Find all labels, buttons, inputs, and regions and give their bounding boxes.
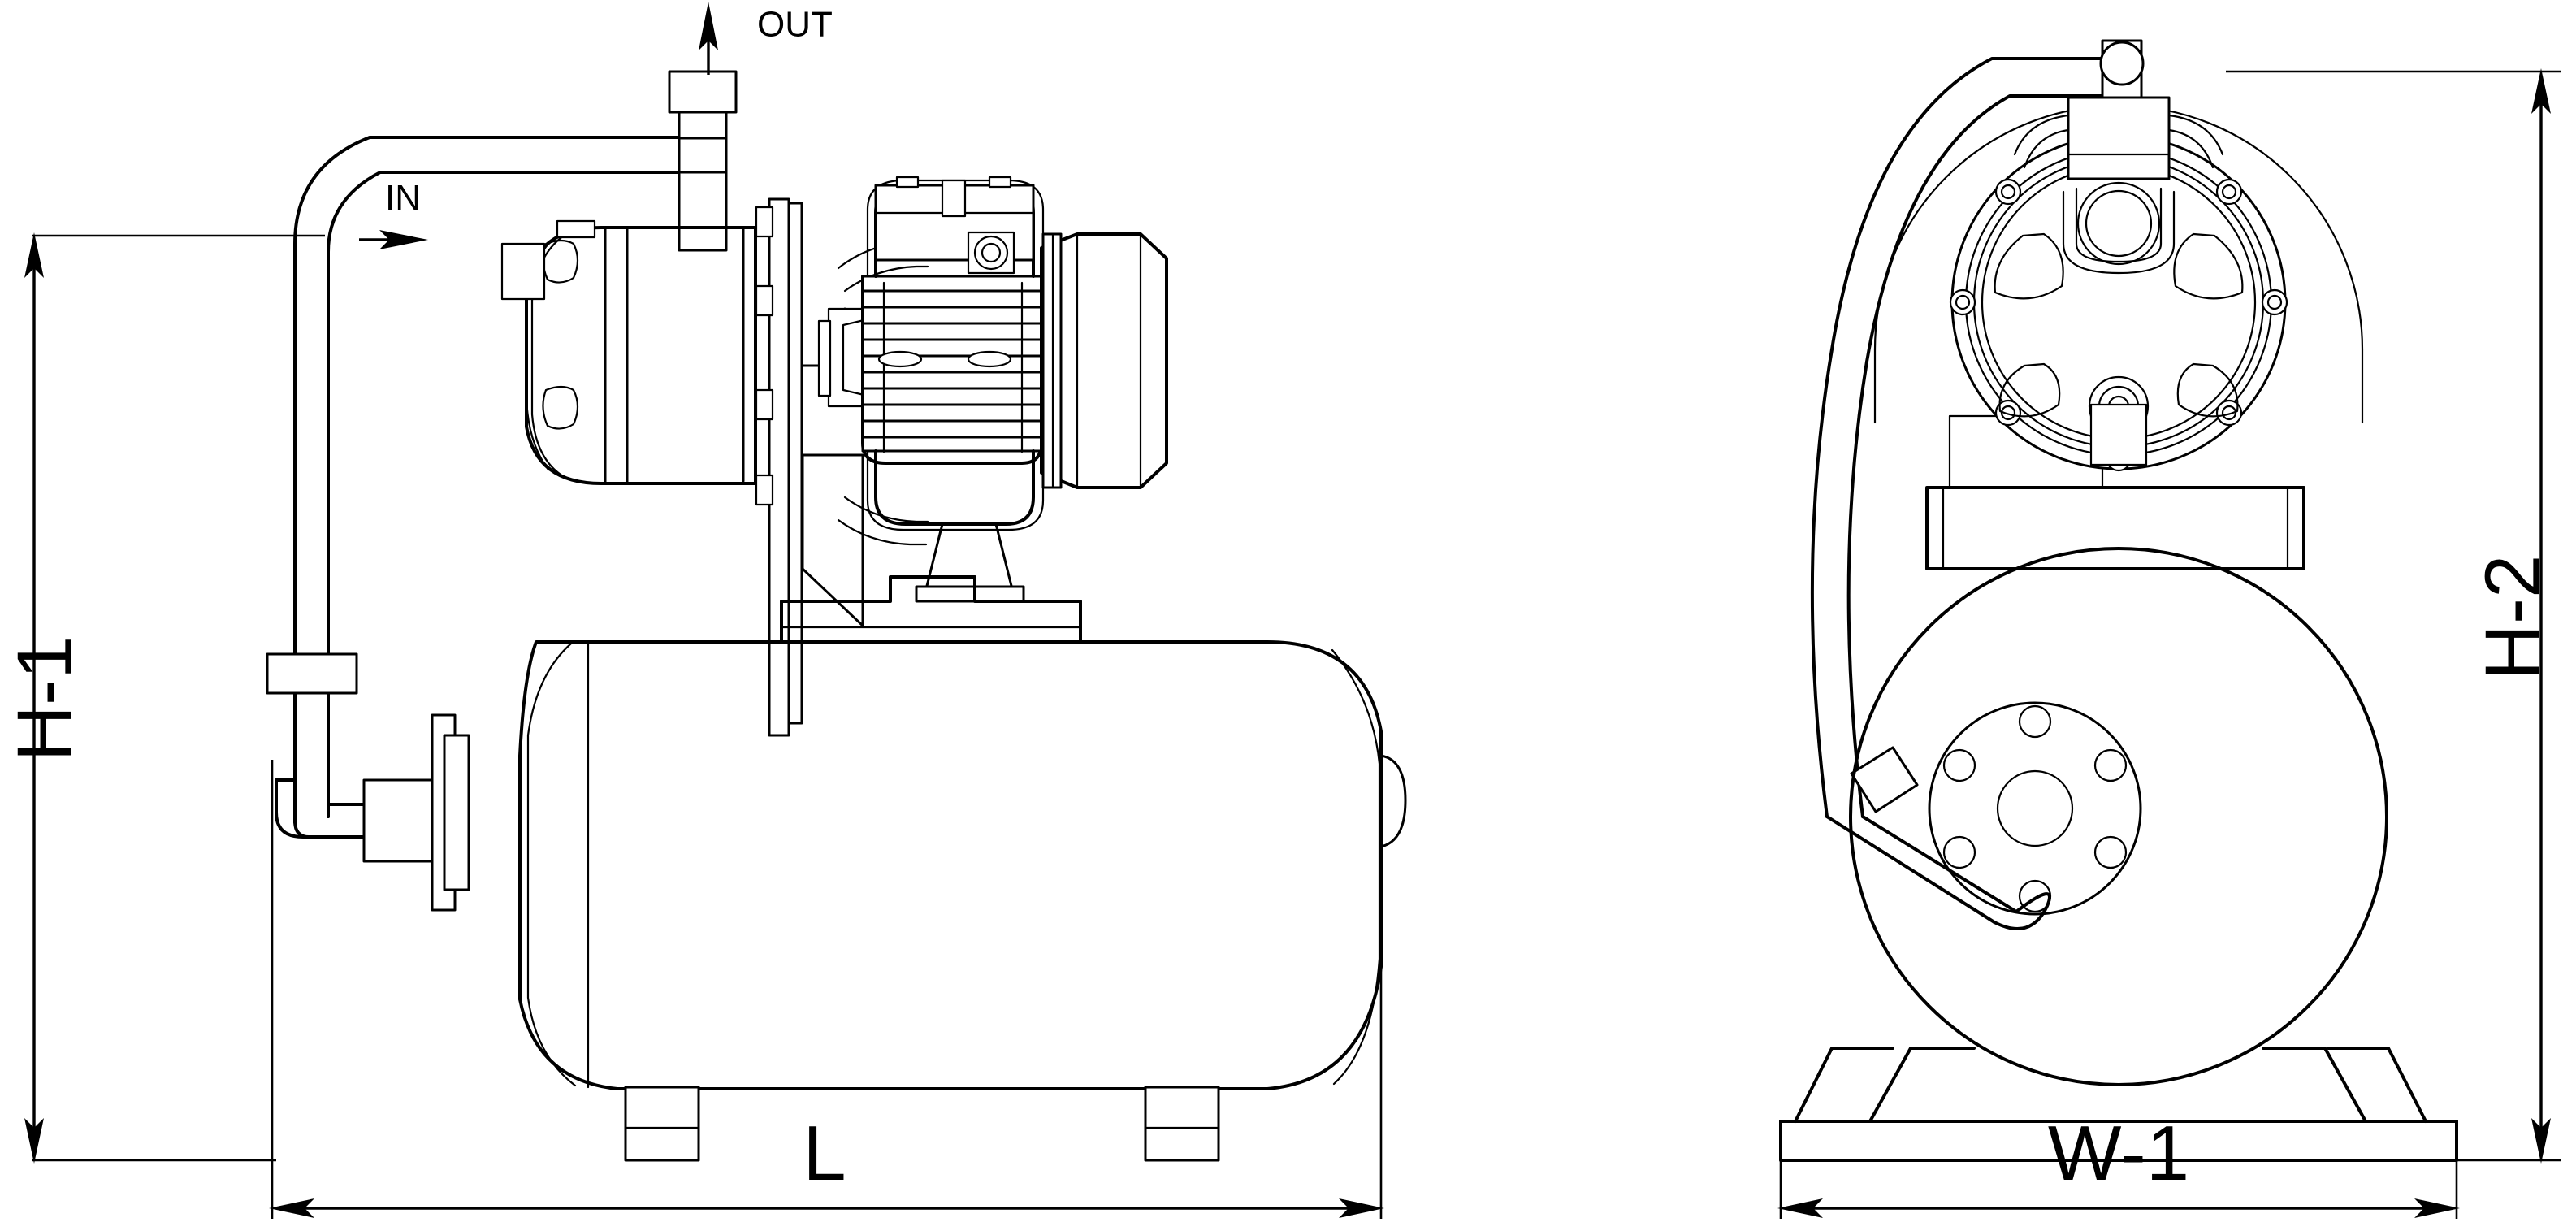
out-arrow-head [699,2,718,50]
pressure-tank [518,640,1407,1162]
pump-front-face [1873,96,2364,472]
pressure-tank-front [1849,547,2388,1086]
electric-motor [861,176,1168,603]
tank-foot-right [1144,1086,1220,1162]
dimension-w1: W-1 [1777,1110,2460,1219]
in-arrow-head [379,230,428,249]
motor-cooling-fins [863,281,1041,453]
dimension-h2: H-2 [2193,68,2561,1164]
tank-foot-left [624,1086,700,1162]
front-elevation-view [1779,39,2458,1162]
dimension-label-h1: H-1 [1,636,88,762]
pump-hydraulic-body [500,219,757,485]
flow-annotation-out: OUT [699,2,833,75]
suction-pipe-assembly [266,136,682,912]
flow-label-out: OUT [757,5,833,45]
cable-gland [967,231,1015,275]
pump-motor-adapter-flange [755,197,877,737]
dimension-label-w1: W-1 [2048,1110,2189,1197]
side-elevation-view [266,70,1407,1162]
dimension-label-h2: H-2 [2469,555,2556,681]
dimension-h1: H-1 [1,232,325,1164]
dimension-l: L [269,760,1384,1219]
flow-label-in: IN [385,178,421,218]
discharge-riser-pipe [668,70,738,252]
flow-annotation-in: IN [359,178,428,249]
dimension-label-l: L [803,1110,846,1197]
housing-bolt-circle [1949,132,2288,472]
